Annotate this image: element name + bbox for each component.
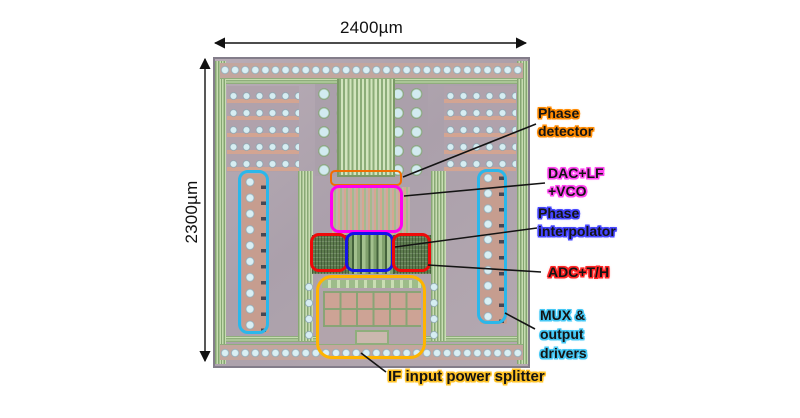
overlay-box-if-power-splitter: [316, 275, 426, 359]
die-texture: [517, 61, 528, 364]
die-texture: [220, 344, 523, 360]
die-texture: [220, 63, 523, 79]
overlay-box-adc-th-left: [310, 233, 348, 272]
die-texture: [215, 61, 226, 364]
overlay-box-mux-drivers-right: [477, 169, 507, 324]
label-adc-th: ADC+T/H: [548, 264, 610, 280]
label-if-input-power-splitter: IF input power splitter: [388, 368, 545, 385]
die-texture: [242, 174, 269, 333]
overlay-box-mux-drivers-left: [238, 170, 269, 334]
label-phase-interpolator: Phase interpolator: [538, 205, 616, 239]
height-dimension-label: 2300µm: [182, 180, 201, 244]
overlay-box-adc-th-right: [392, 233, 431, 272]
width-dimension-label: 2400µm: [340, 18, 403, 37]
die-texture: [303, 279, 316, 355]
label-phase-detector: Phase detector: [538, 105, 594, 139]
label-dac-lf-vco: DAC+LF +VCO: [548, 165, 604, 199]
overlay-box-phase-detector: [330, 170, 402, 186]
die-texture: [444, 86, 516, 172]
label-mux-output-drivers: MUX & output drivers: [540, 307, 587, 361]
die-texture: [428, 279, 441, 355]
overlay-box-dac-lf-vco: [330, 185, 403, 233]
die-texture: [337, 71, 395, 177]
die-texture: [227, 86, 299, 172]
overlay-box-phase-interpolator: [345, 232, 394, 272]
